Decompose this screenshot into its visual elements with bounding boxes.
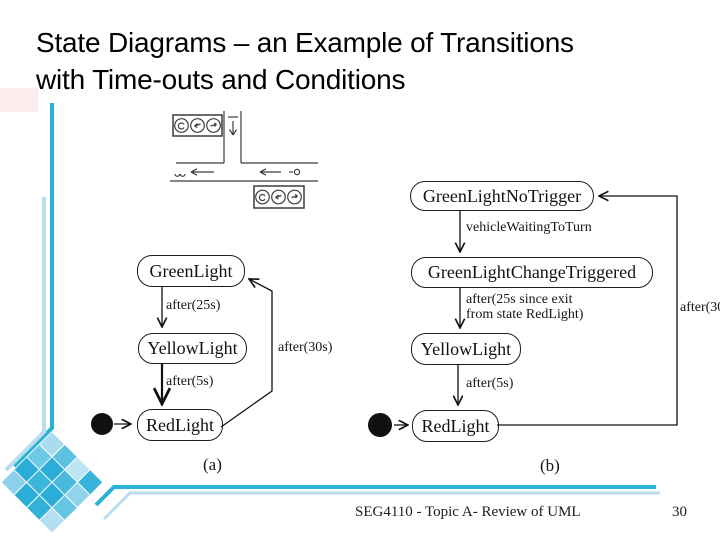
caption-b: (b) <box>540 456 560 475</box>
state-yellowlight-b: YellowLight <box>411 333 521 365</box>
signal-box-bottom-right <box>253 185 305 209</box>
transition-label-after25s-b: after(25s since exit from state RedLight… <box>466 292 583 322</box>
transition-label-vehicle-waiting: vehicleWaitingToTurn <box>466 220 592 235</box>
transition-label-after30s-a: after(30s) <box>278 340 333 355</box>
state-greenlight-a: GreenLight <box>137 255 245 287</box>
page-title: State Diagrams – an Example of Transitio… <box>36 24 696 98</box>
car-icons <box>174 168 301 177</box>
initial-state-icon-b <box>368 413 392 437</box>
state-greenlight-change-triggered-b: GreenLightChangeTriggered <box>411 257 653 288</box>
footer-course-label: SEG4110 - Topic A- Review of UML <box>355 504 581 520</box>
transition-label-after5s-a: after(5s) <box>166 374 214 389</box>
decoration-pink-rect <box>0 88 38 112</box>
signal-box-top-left <box>172 114 223 137</box>
mosaic-diamond <box>1 432 103 533</box>
transition-label-after25s-a: after(25s) <box>166 298 221 313</box>
state-yellowlight-a: YellowLight <box>138 333 247 364</box>
transition-label-after30-b-clipped: after(30 <box>680 300 720 315</box>
road-lines <box>170 111 318 182</box>
state-greenlight-no-trigger-b: GreenLightNoTrigger <box>410 181 594 211</box>
transition-label-after25s-b-line1: after(25s since exit <box>466 292 573 307</box>
transition-label-after25s-b-line2: from state RedLight) <box>466 307 584 322</box>
title-line-1: State Diagrams – an Example of Transitio… <box>36 27 574 58</box>
title-line-2: with Time-outs and Conditions <box>36 64 406 95</box>
traffic-intersection-figure <box>170 111 318 209</box>
page-number: 30 <box>672 504 687 520</box>
state-redlight-b: RedLight <box>412 410 499 442</box>
traffic-arrows <box>190 121 281 176</box>
state-redlight-a: RedLight <box>137 409 223 441</box>
transition-label-after5s-b: after(5s) <box>466 376 514 391</box>
left-accent-lines <box>4 103 54 472</box>
initial-state-icon-a <box>91 413 113 435</box>
caption-a: (a) <box>203 455 222 474</box>
